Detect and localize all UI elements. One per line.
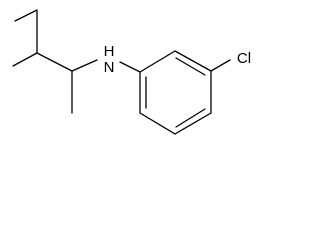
ring-double-bond-1 [175,57,206,76]
chlorine-label: Cl [237,50,251,67]
structure-diagram: H N Cl [12,9,251,135]
hydrogen-label: H [104,43,115,60]
bond-c2-n [71,59,98,72]
nitrogen-label: N [104,59,115,76]
structure-canvas: H N Cl [0,0,256,147]
ring-bond-4 [174,112,212,135]
ring-bond-5 [139,112,176,135]
ring-bond-1 [139,50,176,73]
bond-c3-c2 [36,52,73,72]
ring-double-bond-2 [175,108,206,128]
bond-c3-methyl [12,52,38,67]
bond-ring-cl [210,59,231,72]
bond-n-ring [119,61,141,73]
ring-bond-2 [174,50,212,72]
bond-c5-c4 [14,9,38,22]
